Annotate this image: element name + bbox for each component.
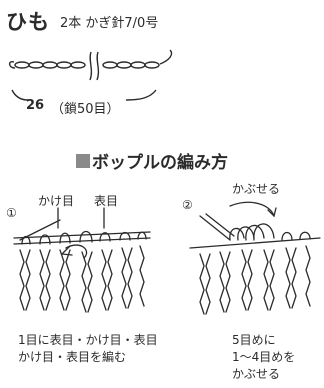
step2-number: ② (182, 198, 193, 212)
himo-length-note: （鎖50目） (51, 102, 120, 117)
section-square-icon (76, 154, 90, 168)
himo-length-value: 26 (26, 98, 45, 113)
section-title: ボップルの編み方 (92, 153, 228, 173)
himo-title: ひも (6, 10, 50, 34)
step1-label-kakeme: かけ目 (38, 194, 75, 208)
step1-knitting-diagram (13, 207, 151, 313)
step1-label-omoteme: 表目 (94, 194, 119, 208)
chain-stitch-diagram (8, 49, 173, 101)
step1-caption-line2: かけ目・表目を編む (18, 350, 127, 364)
step2-caption-line1: 5目めに (232, 333, 276, 347)
step2-knitting-diagram (189, 201, 321, 315)
step2-caption-line2: 1～4目めを (232, 350, 296, 364)
step2-caption-line3: かぶせる (232, 367, 281, 381)
himo-spec: 2本 かぎ針7/0号 (60, 16, 159, 31)
step1-caption-line1: 1目に表目・かけ目・表目 (18, 333, 158, 347)
step1-number: ① (6, 206, 17, 220)
step2-label-kabuseru: かぶせる (232, 182, 281, 196)
